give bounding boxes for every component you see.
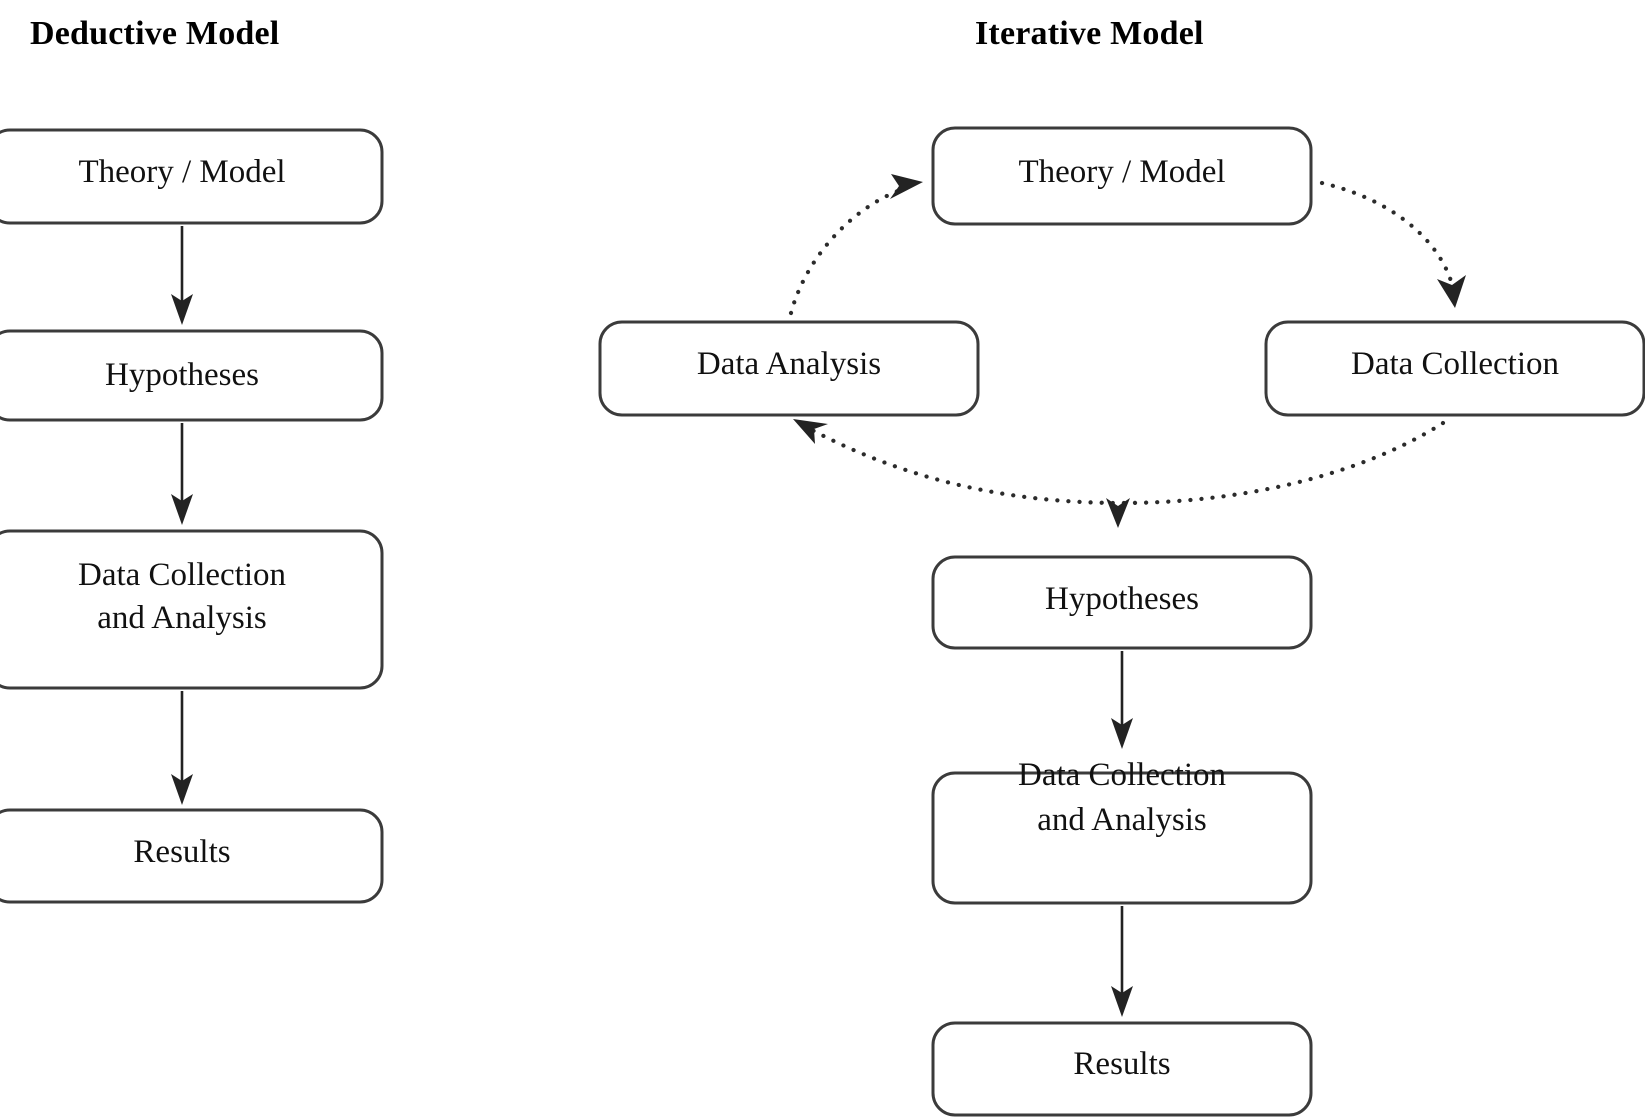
arrow-head-icon — [171, 774, 193, 805]
node-deductive-theory[interactable]: Theory / Model — [0, 128, 384, 225]
node-box[interactable] — [1264, 320, 1645, 417]
connector-iterative-theory-to-collection — [1319, 180, 1466, 308]
connector-iterative-loop-to-hypotheses — [1106, 498, 1130, 528]
connector-dotted-path — [1319, 180, 1456, 291]
node-label: Data Collection — [1351, 346, 1559, 382]
node-box[interactable] — [0, 808, 384, 904]
node-box[interactable] — [931, 1021, 1313, 1117]
node-box[interactable] — [0, 529, 384, 690]
node-deductive-hypotheses[interactable]: Hypotheses — [0, 329, 384, 422]
node-deductive-data-collection-analysis[interactable]: Data Collection and Analysis — [0, 529, 384, 690]
node-label-line-2: and Analysis — [1037, 802, 1207, 838]
panel-title-iterative: Iterative Model — [975, 15, 1204, 52]
connector-dotted-path — [809, 420, 1446, 506]
arrow-head-icon — [171, 294, 193, 325]
arrow-head-icon — [890, 174, 923, 199]
node-box[interactable] — [598, 320, 980, 417]
node-iterative-results[interactable]: Results — [931, 1021, 1313, 1117]
node-iterative-theory[interactable]: Theory / Model — [931, 126, 1313, 226]
node-label: Results — [1073, 1046, 1170, 1082]
connector-deductive-hypotheses-dca — [171, 423, 193, 525]
node-box[interactable] — [931, 555, 1313, 650]
node-box[interactable] — [931, 771, 1313, 905]
arrow-head-icon — [1437, 275, 1466, 308]
node-label-line-1: Data Collection — [78, 557, 286, 593]
arrow-head-icon — [1106, 498, 1130, 528]
node-label: Theory / Model — [78, 154, 285, 190]
node-label: Data Analysis — [697, 346, 881, 382]
connector-deductive-dca-results — [171, 691, 193, 805]
node-box[interactable] — [0, 128, 384, 225]
panel-title-deductive: Deductive Model — [30, 15, 279, 52]
node-label-line-1: Data Collection — [1018, 757, 1226, 793]
node-label-line-2: and Analysis — [97, 600, 267, 636]
node-deductive-results[interactable]: Results — [0, 808, 384, 904]
node-label: Results — [133, 834, 230, 870]
panel-deductive: Deductive Model Theory / Model Hypothese… — [0, 15, 384, 904]
node-box[interactable] — [0, 329, 384, 422]
node-iterative-data-collection-analysis[interactable]: Data Collection and Analysis — [931, 757, 1313, 905]
node-iterative-data-analysis[interactable]: Data Analysis — [598, 320, 980, 417]
node-iterative-hypotheses[interactable]: Hypotheses — [931, 555, 1313, 650]
connector-iterative-collection-to-analysis — [793, 419, 1446, 506]
node-label: Hypotheses — [1045, 581, 1199, 617]
arrow-head-icon — [171, 494, 193, 525]
connector-iterative-analysis-to-theory — [788, 174, 923, 316]
connector-iterative-dca-results — [1111, 906, 1133, 1017]
node-iterative-data-collection[interactable]: Data Collection — [1264, 320, 1645, 417]
node-box[interactable] — [931, 126, 1313, 226]
arrow-head-icon — [793, 419, 828, 444]
connector-iterative-hypotheses-dca — [1111, 651, 1133, 749]
arrow-head-icon — [1111, 986, 1133, 1017]
node-label: Hypotheses — [105, 357, 259, 393]
panel-iterative: Iterative Model Theory / Model Data Anal… — [598, 15, 1645, 1117]
connector-deductive-theory-hypotheses — [171, 226, 193, 325]
arrow-head-icon — [1111, 718, 1133, 749]
node-label: Theory / Model — [1018, 154, 1225, 190]
connector-dotted-path — [788, 186, 906, 316]
